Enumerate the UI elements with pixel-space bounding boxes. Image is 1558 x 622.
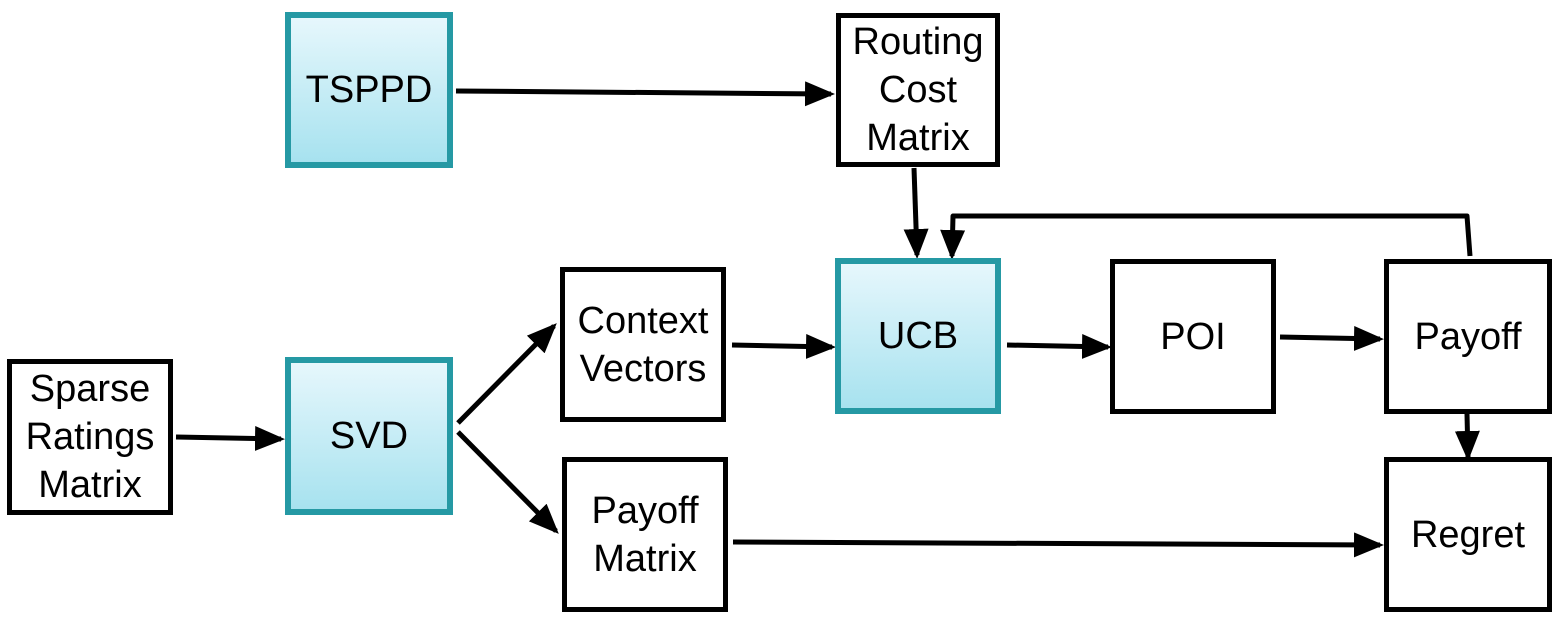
edge-payoff-to-regret <box>1454 413 1480 461</box>
edge-tsppd-to-routing-cost-matrix <box>455 81 835 107</box>
edge-svd-to-payoff-matrix <box>456 430 559 534</box>
edge-sparse-ratings-matrix-to-svd <box>175 426 285 452</box>
edge-payoff-matrix-to-regret <box>732 532 1384 558</box>
edge-svd-to-context-vectors <box>456 323 557 425</box>
node-payoff-matrix: Payoff Matrix <box>562 457 728 612</box>
node-payoff: Payoff <box>1384 259 1552 414</box>
edge-poi-to-payoff <box>1279 325 1384 351</box>
node-ucb: UCB <box>835 258 1001 414</box>
node-regret: Regret <box>1384 457 1552 612</box>
node-sparse-ratings-matrix: Sparse Ratings Matrix <box>7 359 173 515</box>
node-context-vectors: Context Vectors <box>560 267 726 422</box>
edge-ucb-to-poi <box>1006 333 1112 359</box>
node-routing-cost-matrix: Routing Cost Matrix <box>836 13 1000 167</box>
edge-context-vectors-to-ucb <box>731 333 836 359</box>
node-svd: SVD <box>285 357 453 515</box>
edge-payoff-to-ucb <box>940 213 1473 260</box>
edge-routing-cost-matrix-to-ucb <box>903 167 929 259</box>
node-tsppd: TSPPD <box>285 12 453 168</box>
node-poi: POI <box>1110 259 1276 414</box>
